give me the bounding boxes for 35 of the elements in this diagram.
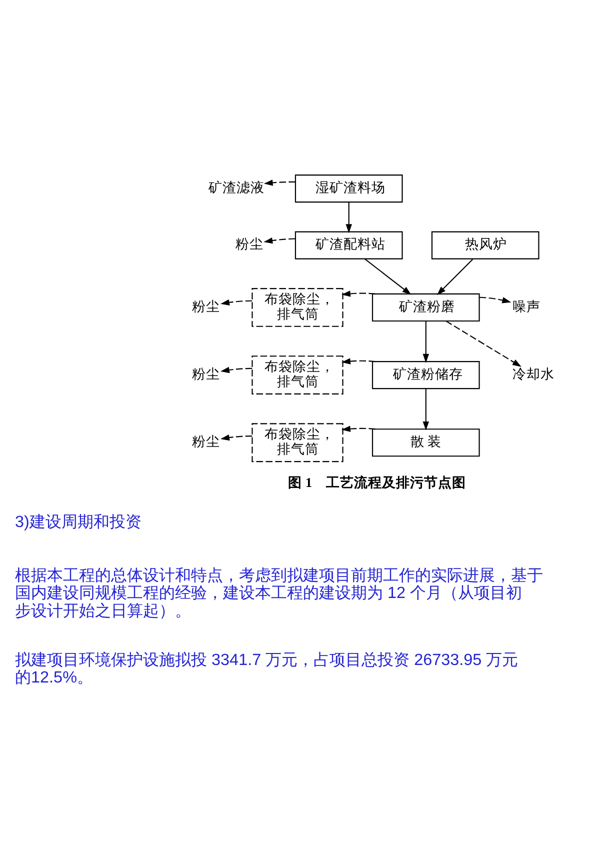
node-box: 矿渣配料站: [294, 231, 403, 260]
arrow: [342, 290, 376, 297]
node-text: 矿渣滤液: [208, 180, 264, 195]
caption: 图 1 工艺流程及排污节点图: [288, 475, 466, 490]
node-text: 粉尘: [192, 434, 220, 449]
arrow: [364, 258, 412, 295]
arrow: [422, 321, 430, 363]
node-text: 粉尘: [192, 298, 220, 314]
node-box: 布袋除尘，排气筒: [252, 356, 344, 395]
node-text: 冷却水: [512, 366, 554, 382]
arrow: [346, 202, 352, 234]
arrow: [436, 258, 474, 296]
node-box: 散 装: [372, 428, 480, 457]
arrow: [446, 320, 522, 367]
arrow: [342, 426, 376, 432]
arrow: [220, 366, 252, 374]
arrow: [264, 180, 296, 186]
node-box: 湿矿渣料场: [294, 174, 403, 203]
label: 拟建项目环境保护设施拟投 3341.7 万元，占项目总投资 26733.95 万元的12.5%。: [15, 651, 518, 687]
arrow: [479, 296, 512, 304]
label: 3)建设周期和投资: [15, 513, 142, 532]
node-text: 噪声: [512, 298, 540, 314]
node-text: 粉尘: [192, 366, 220, 382]
arrow: [220, 434, 252, 441]
node-box: 矿渣粉储存: [372, 361, 480, 390]
arrow: [342, 358, 376, 364]
arrow: [220, 299, 252, 306]
node-box: 布袋除尘，排气筒: [252, 423, 344, 462]
node-box: 矿渣粉磨: [372, 293, 480, 322]
arrow: [422, 388, 430, 430]
label: 根据本工程的总体设计和特点，考虑到拟建项目前期工作的实际进展，基于国内建设同规模工程的经验，建设本工程的建设期为 12 个月（从项目初步设计开始之日算起）。: [15, 566, 544, 620]
node-box: 热风炉: [431, 231, 540, 260]
node-text: 粉尘: [235, 236, 264, 252]
arrow: [264, 237, 296, 244]
node-box: 布袋除尘，排气筒: [252, 288, 344, 327]
